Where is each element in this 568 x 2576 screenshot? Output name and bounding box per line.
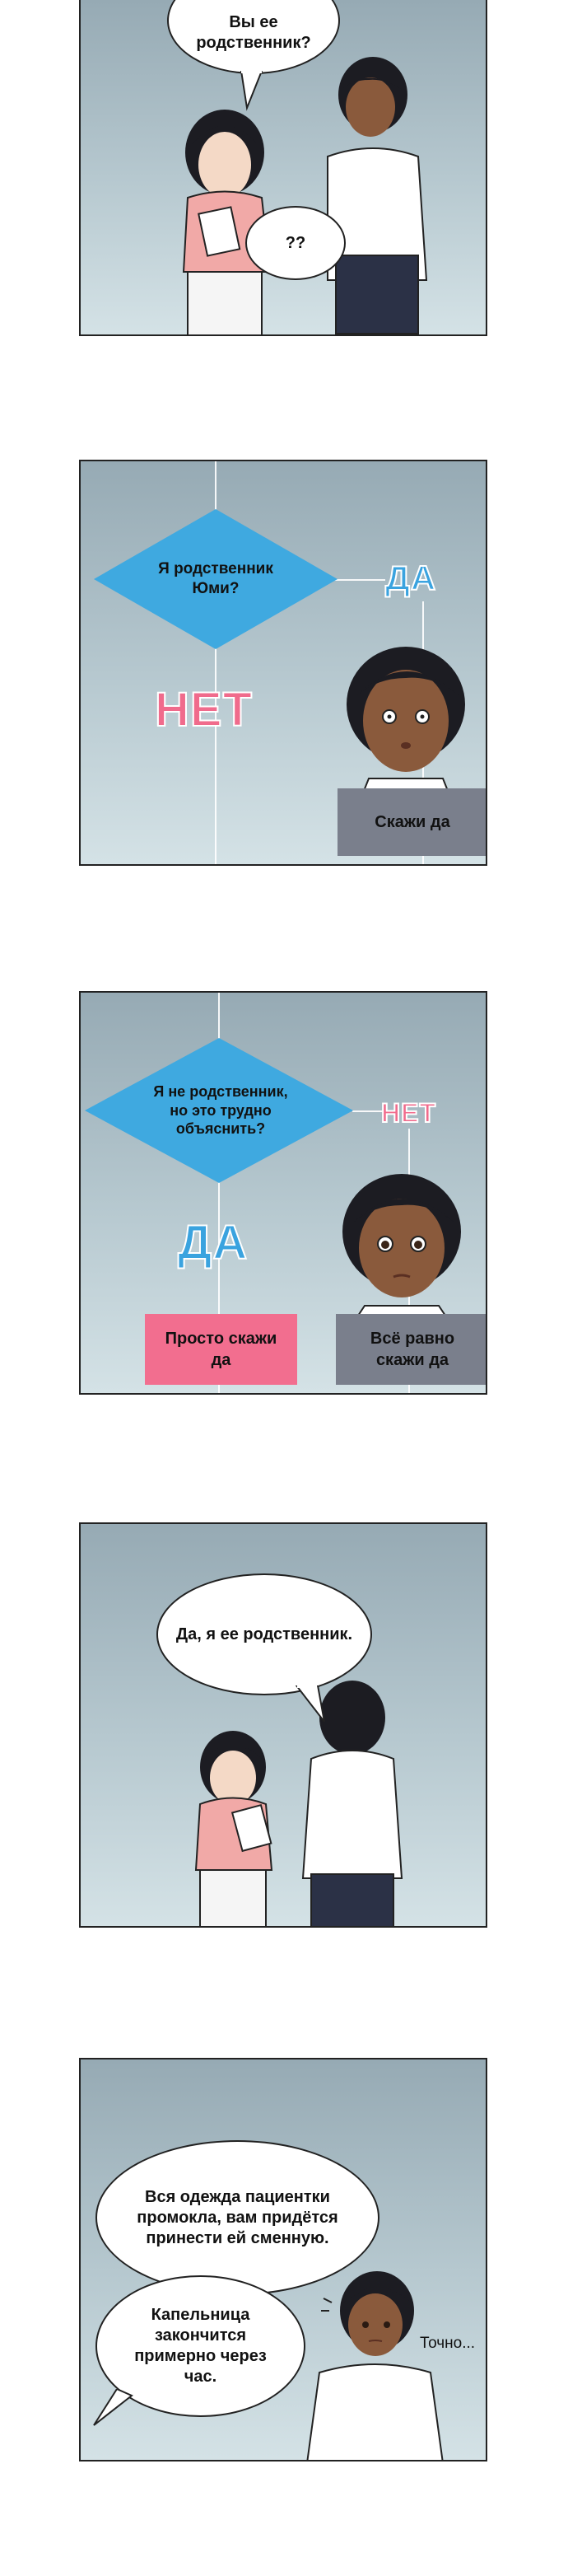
- speech-bubble-text: ??: [285, 233, 306, 252]
- character-portrait: [342, 1174, 461, 1330]
- comic-panel-3: Я не родственник, но это трудно объяснит…: [79, 991, 487, 1395]
- decision-diamond: [94, 509, 338, 649]
- speech-bubble: Да, я ее родственник.: [156, 1573, 372, 1695]
- characters-scene: [194, 1681, 403, 1926]
- answer-box-gray: Всё равно скажи да: [336, 1314, 486, 1385]
- speech-tail: [240, 71, 263, 111]
- speech-bubble-bottom: Капельница закончится примерно через час…: [95, 2275, 305, 2417]
- flow-line: [215, 461, 216, 864]
- speech-tail: [295, 1685, 325, 1723]
- comic-panel-5: Вся одежда пациентки промокла, вам придё…: [79, 2058, 487, 2461]
- answer-yes: ДА: [177, 1215, 249, 1270]
- speech-tail: [93, 2389, 133, 2426]
- decision-diamond: [85, 1038, 353, 1183]
- answer-no: НЕТ: [154, 682, 253, 737]
- speech-bubble-text: Да, я ее родственник.: [175, 1625, 353, 1643]
- narration-text: Точно...: [420, 2335, 476, 2352]
- character-figure: [306, 2271, 444, 2460]
- speech-bubble-text: Вся одежда пациентки промокла, вам придё…: [137, 2187, 338, 2247]
- flow-line: [218, 993, 220, 1393]
- diamond-question: Я родственник Юми?: [158, 560, 273, 597]
- comic-panel-4: Да, я ее родственник.: [79, 1522, 487, 1928]
- answer-box-pink: Просто скажи да: [145, 1314, 297, 1385]
- speech-bubble-text: Вы ее родственник?: [196, 13, 311, 52]
- answer-box-gray: Скажи да: [338, 788, 486, 856]
- comic-panel-1: Вы ее родственник? ??: [79, 0, 487, 336]
- flow-line: [352, 1110, 385, 1112]
- diamond-question: Я не родственник, но это трудно объяснит…: [153, 1083, 288, 1138]
- speech-bubble-text: Капельница закончится примерно через час…: [134, 2306, 267, 2386]
- speech-bubble-top: Вся одежда пациентки промокла, вам придё…: [95, 2140, 379, 2295]
- answer-no: НЕТ: [380, 1097, 436, 1129]
- speech-bubble-confused: ??: [245, 206, 346, 280]
- comic-panel-2: Я родственник Юми? ДА НЕТ Скажи да: [79, 460, 487, 866]
- answer-yes: ДА: [384, 558, 437, 598]
